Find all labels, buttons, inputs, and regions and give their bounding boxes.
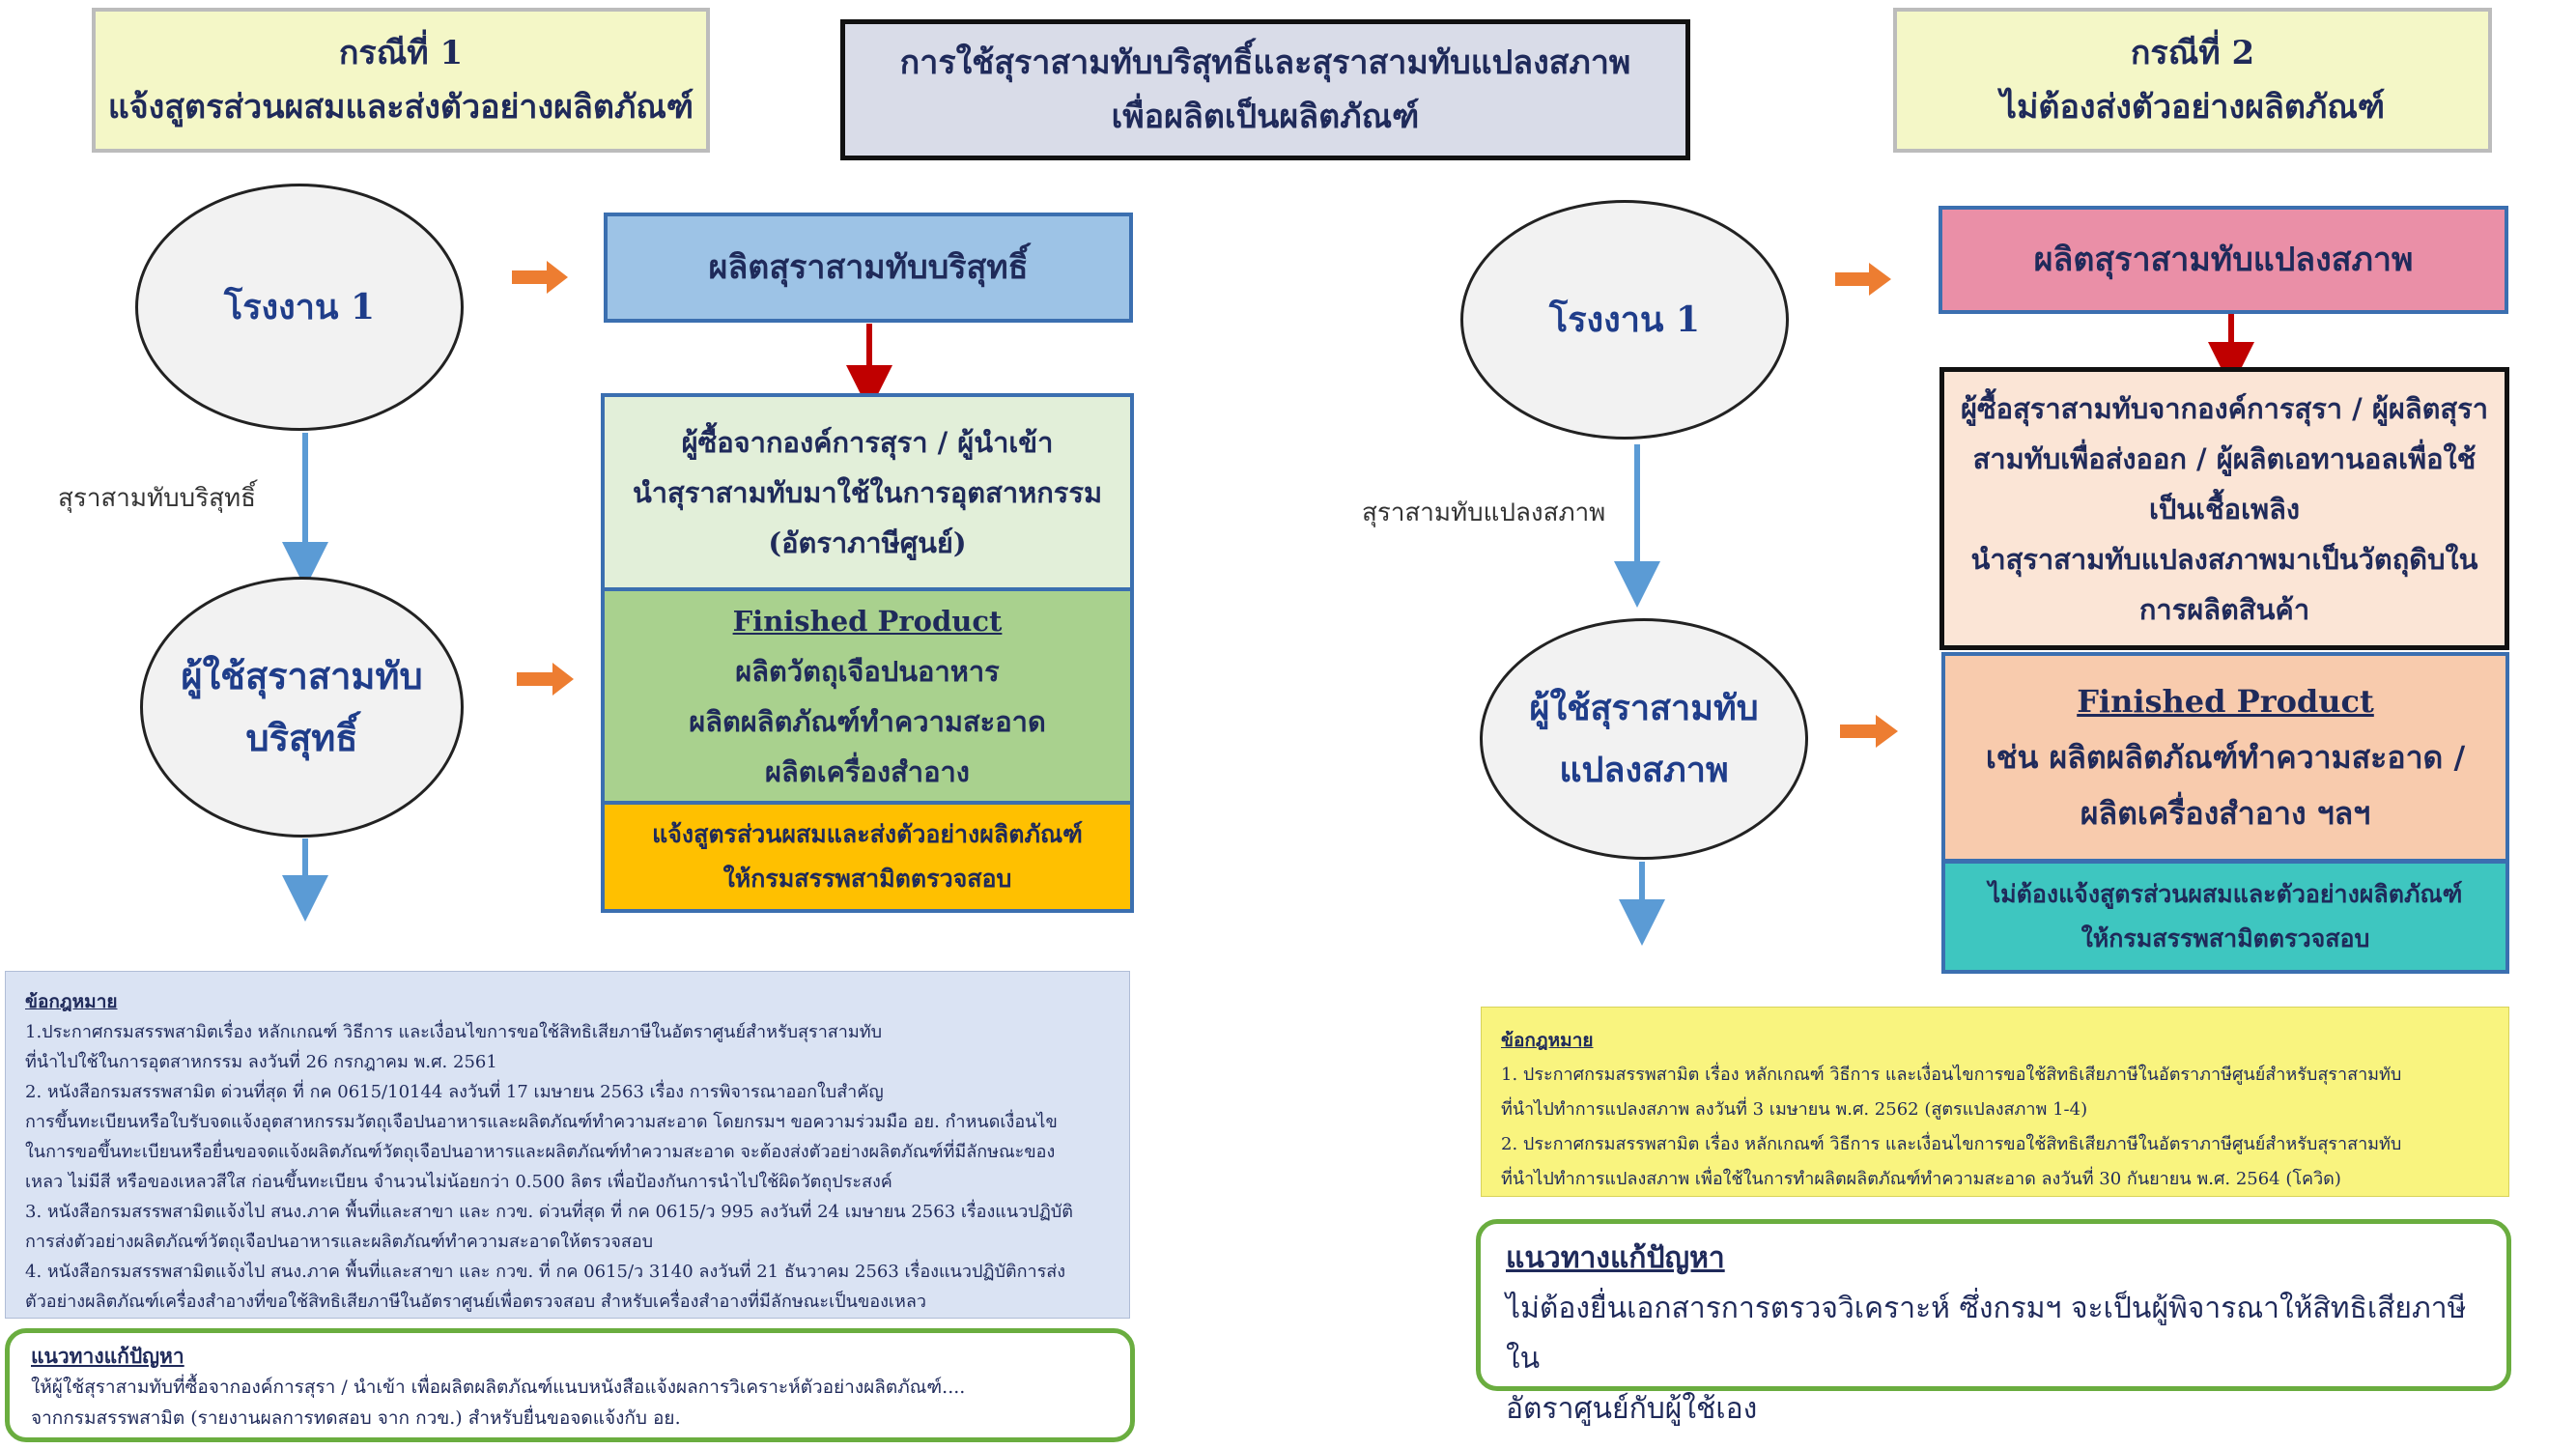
case2-header: กรณีที่ 2 ไม่ต้องส่งตัวอย่างผลิตภัณฑ์ <box>1893 8 2492 153</box>
case2-solution-box: แนวทางแก้ปัญหา ไม่ต้องยื่นเอกสารการตรวจว… <box>1476 1219 2511 1426</box>
case1-solution-heading: แนวทางแก้ปัญหา <box>31 1344 184 1368</box>
case2-buyer-line1: ผู้ซื้อสุราสามทับจากองค์การสุรา / ผู้ผลิ… <box>1960 391 2488 425</box>
case1-user-line1: ผู้ใช้สุราสามทับ <box>181 654 423 697</box>
case2-solution-line2: อัตราศูนย์กับผู้ใช้เอง <box>1506 1392 1758 1426</box>
case2-legal-box: ข้อกฎหมาย 1. ประกาศกรมสรรพสามิต เรื่อง ห… <box>1481 1007 2509 1197</box>
case2-legal-heading: ข้อกฎหมาย <box>1501 1030 1594 1051</box>
case2-legal-line: ที่นำไปทำการแปลงสภาพ เพื่อใช้ในการทำผลิต… <box>1501 1169 2341 1189</box>
case1-legal-line: ในการขอขึ้นทะเบียนหรือยื่นขอจดแจ้งผลิตภั… <box>25 1142 1056 1162</box>
case1-notify-box: แจ้งสูตรส่วนผสมและส่งตัวอย่างผลิตภัณฑ์ ใ… <box>601 801 1134 913</box>
case1-legal-line: การส่งตัวอย่างผลิตภัณฑ์วัตถุเจือปนอาหารแ… <box>25 1232 654 1252</box>
case1-buyer-box: ผู้ซื้อจากองค์การสุรา / ผู้นำเข้า นำสุรา… <box>601 393 1134 591</box>
case1-legal-line: เหลว ไม่มีสี หรือของเหลวสีใส ก่อนขึ้นทะเ… <box>25 1172 892 1192</box>
case2-buyer-line4: นำสุราสามทับแปลงสภาพมาเป็นวัตถุดิบใน <box>1970 542 2478 576</box>
page-title-line1: การใช้สุราสามทับบริสุทธิ์และสุราสามทับแป… <box>899 43 1631 82</box>
case1-notify-line2: ให้กรมสรรพสามิตตรวจสอบ <box>722 865 1012 893</box>
case2-notify-line1: ไม่ต้องแจ้งสูตรส่วนผสมและตัวอย่างผลิตภัณ… <box>1988 880 2463 908</box>
case1-legal-heading: ข้อกฎหมาย <box>25 991 118 1012</box>
case2-finished-line2: ผลิตเครื่องสำอาง ฯลฯ <box>2080 795 2371 832</box>
case2-notify-line2: ให้กรมสรรพสามิตตรวจสอบ <box>2081 924 2370 952</box>
case2-legal-line: ที่นำไปทำการแปลงสภาพ ลงวันที่ 3 เมษายน พ… <box>1501 1099 2088 1120</box>
case1-buyer-line2: นำสุราสามทับมาใช้ในการอุตสาหกรรม <box>632 475 1103 509</box>
case2-buyer-line2: สามทับเพื่อส่งออก / ผู้ผลิตเอทานอลเพื่อใ… <box>1972 441 2477 475</box>
case1-legal-line: 1.ประกาศกรมสรรพสามิตเรื่อง หลักเกณฑ์ วิธ… <box>25 1022 883 1042</box>
case2-finished-title: Finished Product <box>2077 683 2374 720</box>
case2-header-line2: ไม่ต้องส่งตัวอย่างผลิตภัณฑ์ <box>1999 88 2386 127</box>
case2-user-right-arrow <box>1840 715 1898 748</box>
case1-produce-box: ผลิตสุราสามทับบริสุทธิ์ <box>604 213 1133 323</box>
case1-solution-line1: ให้ผู้ใช้สุราสามทับที่ซื้อจากองค์การสุรา… <box>31 1377 966 1398</box>
case2-user-node: ผู้ใช้สุราสามทับ แปลงสภาพ <box>1480 618 1808 860</box>
page-title-line2: เพื่อผลิตเป็นผลิตภัณฑ์ <box>1111 98 1420 136</box>
case1-header: กรณีที่ 1 แจ้งสูตรส่วนผสมและส่งตัวอย่างผ… <box>92 8 710 153</box>
page-title: การใช้สุราสามทับบริสุทธิ์และสุราสามทับแป… <box>840 19 1690 160</box>
case2-flow-label: สุราสามทับแปลงสภาพ <box>1362 498 1606 527</box>
case2-user-line2: แปลงสภาพ <box>1559 750 1729 790</box>
case1-finished-line3: ผลิตเครื่องสำอาง <box>765 754 970 788</box>
case2-notify-box: ไม่ต้องแจ้งสูตรส่วนผสมและตัวอย่างผลิตภัณ… <box>1941 860 2509 974</box>
case2-legal-line: 1. ประกาศกรมสรรพสามิต เรื่อง หลักเกณฑ์ ว… <box>1501 1065 2402 1085</box>
case1-user-right-arrow <box>517 663 574 696</box>
case1-factory-label: โรงงาน 1 <box>223 287 376 327</box>
case2-factory-right-arrow <box>1835 263 1891 296</box>
case2-produce-label: ผลิตสุราสามทับแปลงสภาพ <box>2033 241 2414 279</box>
case1-legal-line: 3. หนังสือกรมสรรพสามิตแจ้งไป สนง.ภาค พื้… <box>25 1202 1073 1222</box>
case1-factory-right-arrow <box>512 261 568 294</box>
case2-solution-line1: ไม่ต้องยื่นเอกสารการตรวจวิเคราะห์ ซึ่งกร… <box>1506 1292 2467 1376</box>
case1-user-node: ผู้ใช้สุราสามทับ บริสุทธิ์ <box>140 577 464 838</box>
case1-solution-box: แนวทางแก้ปัญหา ให้ผู้ใช้สุราสามทับที่ซื้… <box>5 1328 1135 1442</box>
case1-produce-label: ผลิตสุราสามทับบริสุทธิ์ <box>708 248 1029 287</box>
case2-factory-node: โรงงาน 1 <box>1460 200 1789 440</box>
case1-buyer-line3: (อัตราภาษีศูนย์) <box>768 526 967 559</box>
case1-factory-node: โรงงาน 1 <box>135 184 464 431</box>
case2-legal-line: 2. ประกาศกรมสรรพสามิต เรื่อง หลักเกณฑ์ ว… <box>1501 1134 2402 1154</box>
case1-solution-line2: จากกรมสรรพสามิต (รายงานผลการทดสอบ จาก กว… <box>31 1407 681 1429</box>
case1-legal-line: 4. หนังสือกรมสรรพสามิตแจ้งไป สนง.ภาค พื้… <box>25 1262 1066 1282</box>
case1-legal-line: ที่นำไปใช้ในการอุตสาหกรรม ลงวันที่ 26 กร… <box>25 1052 497 1072</box>
case1-user-line2: บริสุทธิ์ <box>245 716 358 759</box>
case1-legal-line: 2. หนังสือกรมสรรพสามิต ด่วนที่สุด ที่ กค… <box>25 1082 884 1102</box>
case1-finished-title: Finished Product <box>732 604 1003 638</box>
case2-header-line1: กรณีที่ 2 <box>2130 34 2255 72</box>
case2-factory-label: โรงงาน 1 <box>1548 299 1701 340</box>
case2-buyer-box: ผู้ซื้อสุราสามทับจากองค์การสุรา / ผู้ผลิ… <box>1939 367 2509 650</box>
case1-header-line1: กรณีที่ 1 <box>338 34 464 72</box>
case1-header-line2: แจ้งสูตรส่วนผสมและส่งตัวอย่างผลิตภัณฑ์ <box>107 88 694 127</box>
case2-produce-box: ผลิตสุราสามทับแปลงสภาพ <box>1939 206 2508 314</box>
case1-flow-label: สุราสามทับบริสุทธิ์ <box>58 484 257 513</box>
case1-buyer-line1: ผู้ซื้อจากองค์การสุรา / ผู้นำเข้า <box>681 425 1054 459</box>
case2-finished-box: Finished Product เช่น ผลิตผลิตภัณฑ์ทำควา… <box>1941 652 2509 863</box>
case1-finished-line1: ผลิตวัตถุเจือปนอาหาร <box>735 654 1000 688</box>
case1-notify-line1: แจ้งสูตรส่วนผสมและส่งตัวอย่างผลิตภัณฑ์ <box>652 820 1083 848</box>
case2-finished-line1: เช่น ผลิตผลิตภัณฑ์ทำความสะอาด / <box>1985 739 2466 776</box>
case2-buyer-line3: เป็นเชื้อเพลิง <box>2148 492 2301 526</box>
case1-legal-line: การขึ้นทะเบียนหรือใบรับจดแจ้งอุตสาหกรรมว… <box>25 1112 1058 1132</box>
case2-solution-heading: แนวทางแก้ปัญหา <box>1506 1241 1725 1275</box>
case2-buyer-line5: การผลิตสินค้า <box>2138 592 2310 626</box>
case1-legal-box: ข้อกฎหมาย 1.ประกาศกรมสรรพสามิตเรื่อง หลั… <box>5 971 1130 1319</box>
case2-user-line1: ผู้ใช้สุราสามทับ <box>1529 688 1759 728</box>
case1-finished-box: Finished Product ผลิตวัตถุเจือปนอาหาร ผล… <box>601 587 1134 805</box>
case1-finished-line2: ผลิตผลิตภัณฑ์ทำความสะอาด <box>689 704 1046 738</box>
case1-legal-line: ตัวอย่างผลิตภัณฑ์เครื่องสำอางที่ขอใช้สิท… <box>25 1292 927 1312</box>
